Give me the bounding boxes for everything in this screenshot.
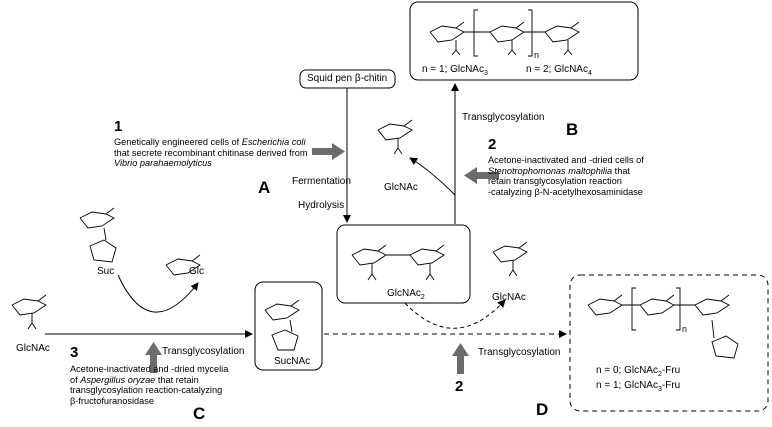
arrow-glcnac2-to-glcnac xyxy=(404,299,506,329)
compound-glcnac2: GlcNAc2 xyxy=(387,288,425,301)
oligo-b-n2: n = 2; GlcNAc4 xyxy=(526,64,592,77)
catalyst-arrow-1 xyxy=(312,143,345,160)
step-transglycosylation-d: Transglycosylation xyxy=(478,347,561,358)
arrow-glcnac-consumed xyxy=(409,157,456,196)
catalyst-arrow-3 xyxy=(145,342,162,373)
sucnac-structure xyxy=(264,299,300,351)
bracket-n-b: n xyxy=(534,50,540,60)
box-glcnac2 xyxy=(336,224,471,304)
compound-sucnac: SucNAc xyxy=(274,356,311,367)
section-label-d: D xyxy=(536,400,549,419)
box-b xyxy=(409,1,639,81)
glcnac-right-structure xyxy=(492,241,528,277)
oligo-d-structure xyxy=(587,287,739,359)
compound-glcnac-top: GlcNAc xyxy=(384,182,418,193)
catalyst-arrow-2b xyxy=(452,343,469,374)
catalyst-1-description: Genetically engineered cells of Escheric… xyxy=(114,137,308,169)
catalyst-1-number: 1 xyxy=(114,118,123,135)
step-transglycosylation-up: Transglycosylation xyxy=(462,112,545,123)
catalyst-3-number: 3 xyxy=(70,344,79,361)
bracket-n-d: n xyxy=(682,324,688,334)
section-label-a: A xyxy=(258,178,271,197)
compound-glcnac-right: GlcNAc xyxy=(492,292,526,303)
box-sucnac xyxy=(254,281,323,371)
catalyst-2-description: Acetone-inactivated and -dried cells of … xyxy=(488,155,644,197)
glcnac-top-structure xyxy=(377,119,413,155)
catalyst-2-number: 2 xyxy=(488,136,497,153)
compound-glc: Glc xyxy=(189,266,204,277)
step-transglycosylation-c: Transglycosylation xyxy=(162,346,245,357)
oligo-d-n0: n = 0; GlcNAc2-Fru xyxy=(596,365,681,378)
catalyst-3-description: Acetone-inactivated and -dried mycelia o… xyxy=(70,364,229,406)
oligo-b-structure xyxy=(429,9,580,57)
oligo-b-n1: n = 1; GlcNAc3 xyxy=(422,64,488,77)
catalyst-arrow-2 xyxy=(464,167,499,184)
oligo-d-n1: n = 1; GlcNAc3-Fru xyxy=(596,380,681,393)
suc-structure xyxy=(79,207,117,263)
step-hydrolysis: Hydrolysis xyxy=(298,200,345,211)
compound-suc: Suc xyxy=(97,266,115,277)
catalyst-2b-number: 2 xyxy=(455,378,464,395)
glcnac-left-structure xyxy=(11,294,47,330)
box-d xyxy=(569,274,769,412)
chitin-label: Squid pen β-chitin xyxy=(307,73,388,84)
arrow-suc-to-glc xyxy=(117,274,199,313)
section-label-c: C xyxy=(193,404,206,423)
compound-glcnac-left: GlcNAc xyxy=(16,343,50,354)
glcnac2-structure xyxy=(351,244,445,281)
section-label-b: B xyxy=(566,120,579,139)
step-fermentation: Fermentation xyxy=(292,176,351,187)
